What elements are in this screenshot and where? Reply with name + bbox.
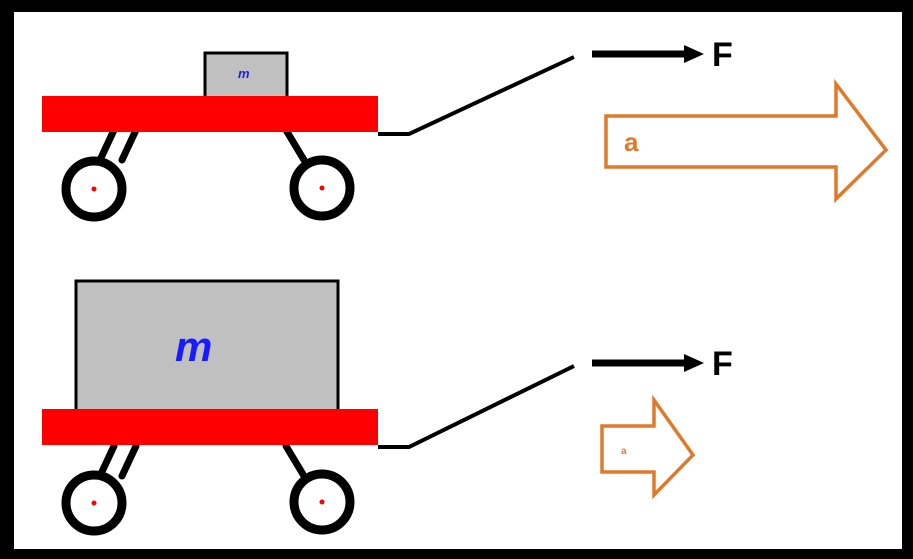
bottom-cart-platform	[42, 409, 378, 445]
top-wheel-struts	[96, 126, 308, 164]
top-wheel-left	[61, 156, 127, 222]
top-block-mass-label: m	[238, 66, 250, 81]
bottom-force-arrow	[592, 354, 704, 372]
bottom-large-block	[74, 279, 340, 413]
newton-second-law-diagram: m F a m	[42, 36, 889, 536]
bottom-acceleration-label: a	[621, 446, 627, 457]
bottom-acceleration-arrow	[600, 394, 696, 500]
top-force-label: F	[712, 36, 733, 74]
bottom-pull-rope	[378, 364, 575, 449]
top-wheel-right	[289, 155, 355, 221]
top-acceleration-label: a	[624, 127, 639, 157]
top-scene: m F a	[42, 36, 889, 222]
bottom-force-label: F	[712, 345, 733, 383]
bottom-scene: m F a	[42, 279, 733, 536]
bottom-block-mass-label: m	[175, 323, 212, 370]
top-pull-rope	[378, 55, 575, 136]
top-cart-platform	[42, 96, 378, 132]
top-acceleration-arrow	[604, 78, 889, 204]
bottom-wheel-left	[61, 470, 127, 536]
bottom-wheel-struts	[96, 442, 308, 480]
bottom-wheel-right	[289, 469, 355, 535]
diagram-canvas: m F a m	[14, 12, 902, 549]
top-force-arrow	[592, 45, 704, 63]
